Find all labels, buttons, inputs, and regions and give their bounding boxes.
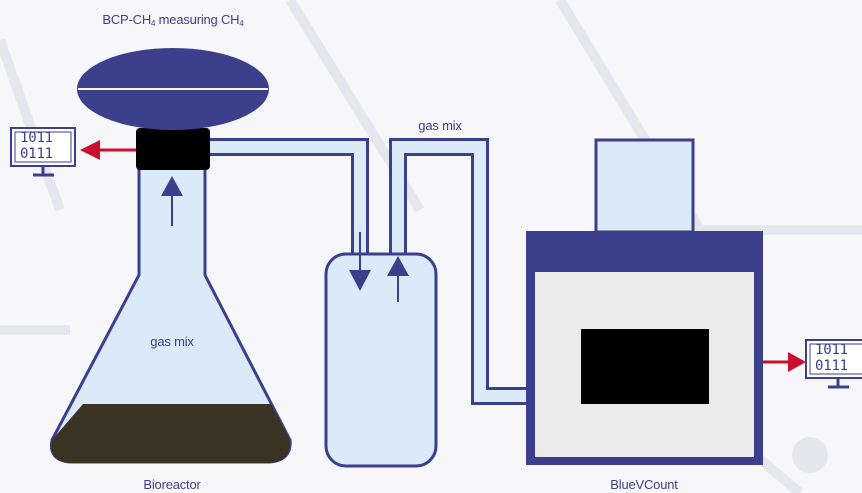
sensor-head [77, 48, 269, 130]
sensor-label-sub1: 4 [151, 19, 156, 28]
flow-up-arrow [161, 176, 183, 196]
data-arrow-left [80, 140, 136, 160]
computer-icon-left [10, 127, 76, 177]
sensor-label-sub2: 4 [239, 19, 244, 28]
flow-down-arrow [349, 270, 371, 291]
gas-mix-tube-label: gas mix [418, 118, 462, 133]
gas-mix-flask-label: gas mix [150, 334, 194, 349]
computer-right-code-line1: 1011 [815, 342, 848, 358]
sensor-label-prefix: BCP-CH [102, 12, 152, 27]
gas-tubes [210, 138, 528, 405]
computer-right-code-line2: 0111 [815, 358, 848, 374]
bluevcount-label: BlueVCount [610, 477, 678, 492]
sensor-label-mid: measuring CH [155, 12, 240, 27]
computer-icon-right [805, 339, 862, 389]
sensor-body [136, 128, 210, 170]
data-arrow-right [763, 352, 806, 372]
bioreactor-flask [49, 166, 292, 464]
computer-left-code-line1: 1011 [20, 130, 53, 146]
instrument-screen [581, 329, 709, 404]
computer-left-code-line2: 0111 [20, 146, 53, 162]
gas-collection-vessel [324, 252, 438, 468]
bluevcount-instrument [526, 138, 763, 465]
sludge-layer [51, 404, 291, 463]
sensor-label: BCP-CH4 measuring CH4 [102, 12, 243, 28]
flow-up-arrow-vessel [387, 256, 409, 276]
bioreactor-label: Bioreactor [143, 477, 201, 492]
